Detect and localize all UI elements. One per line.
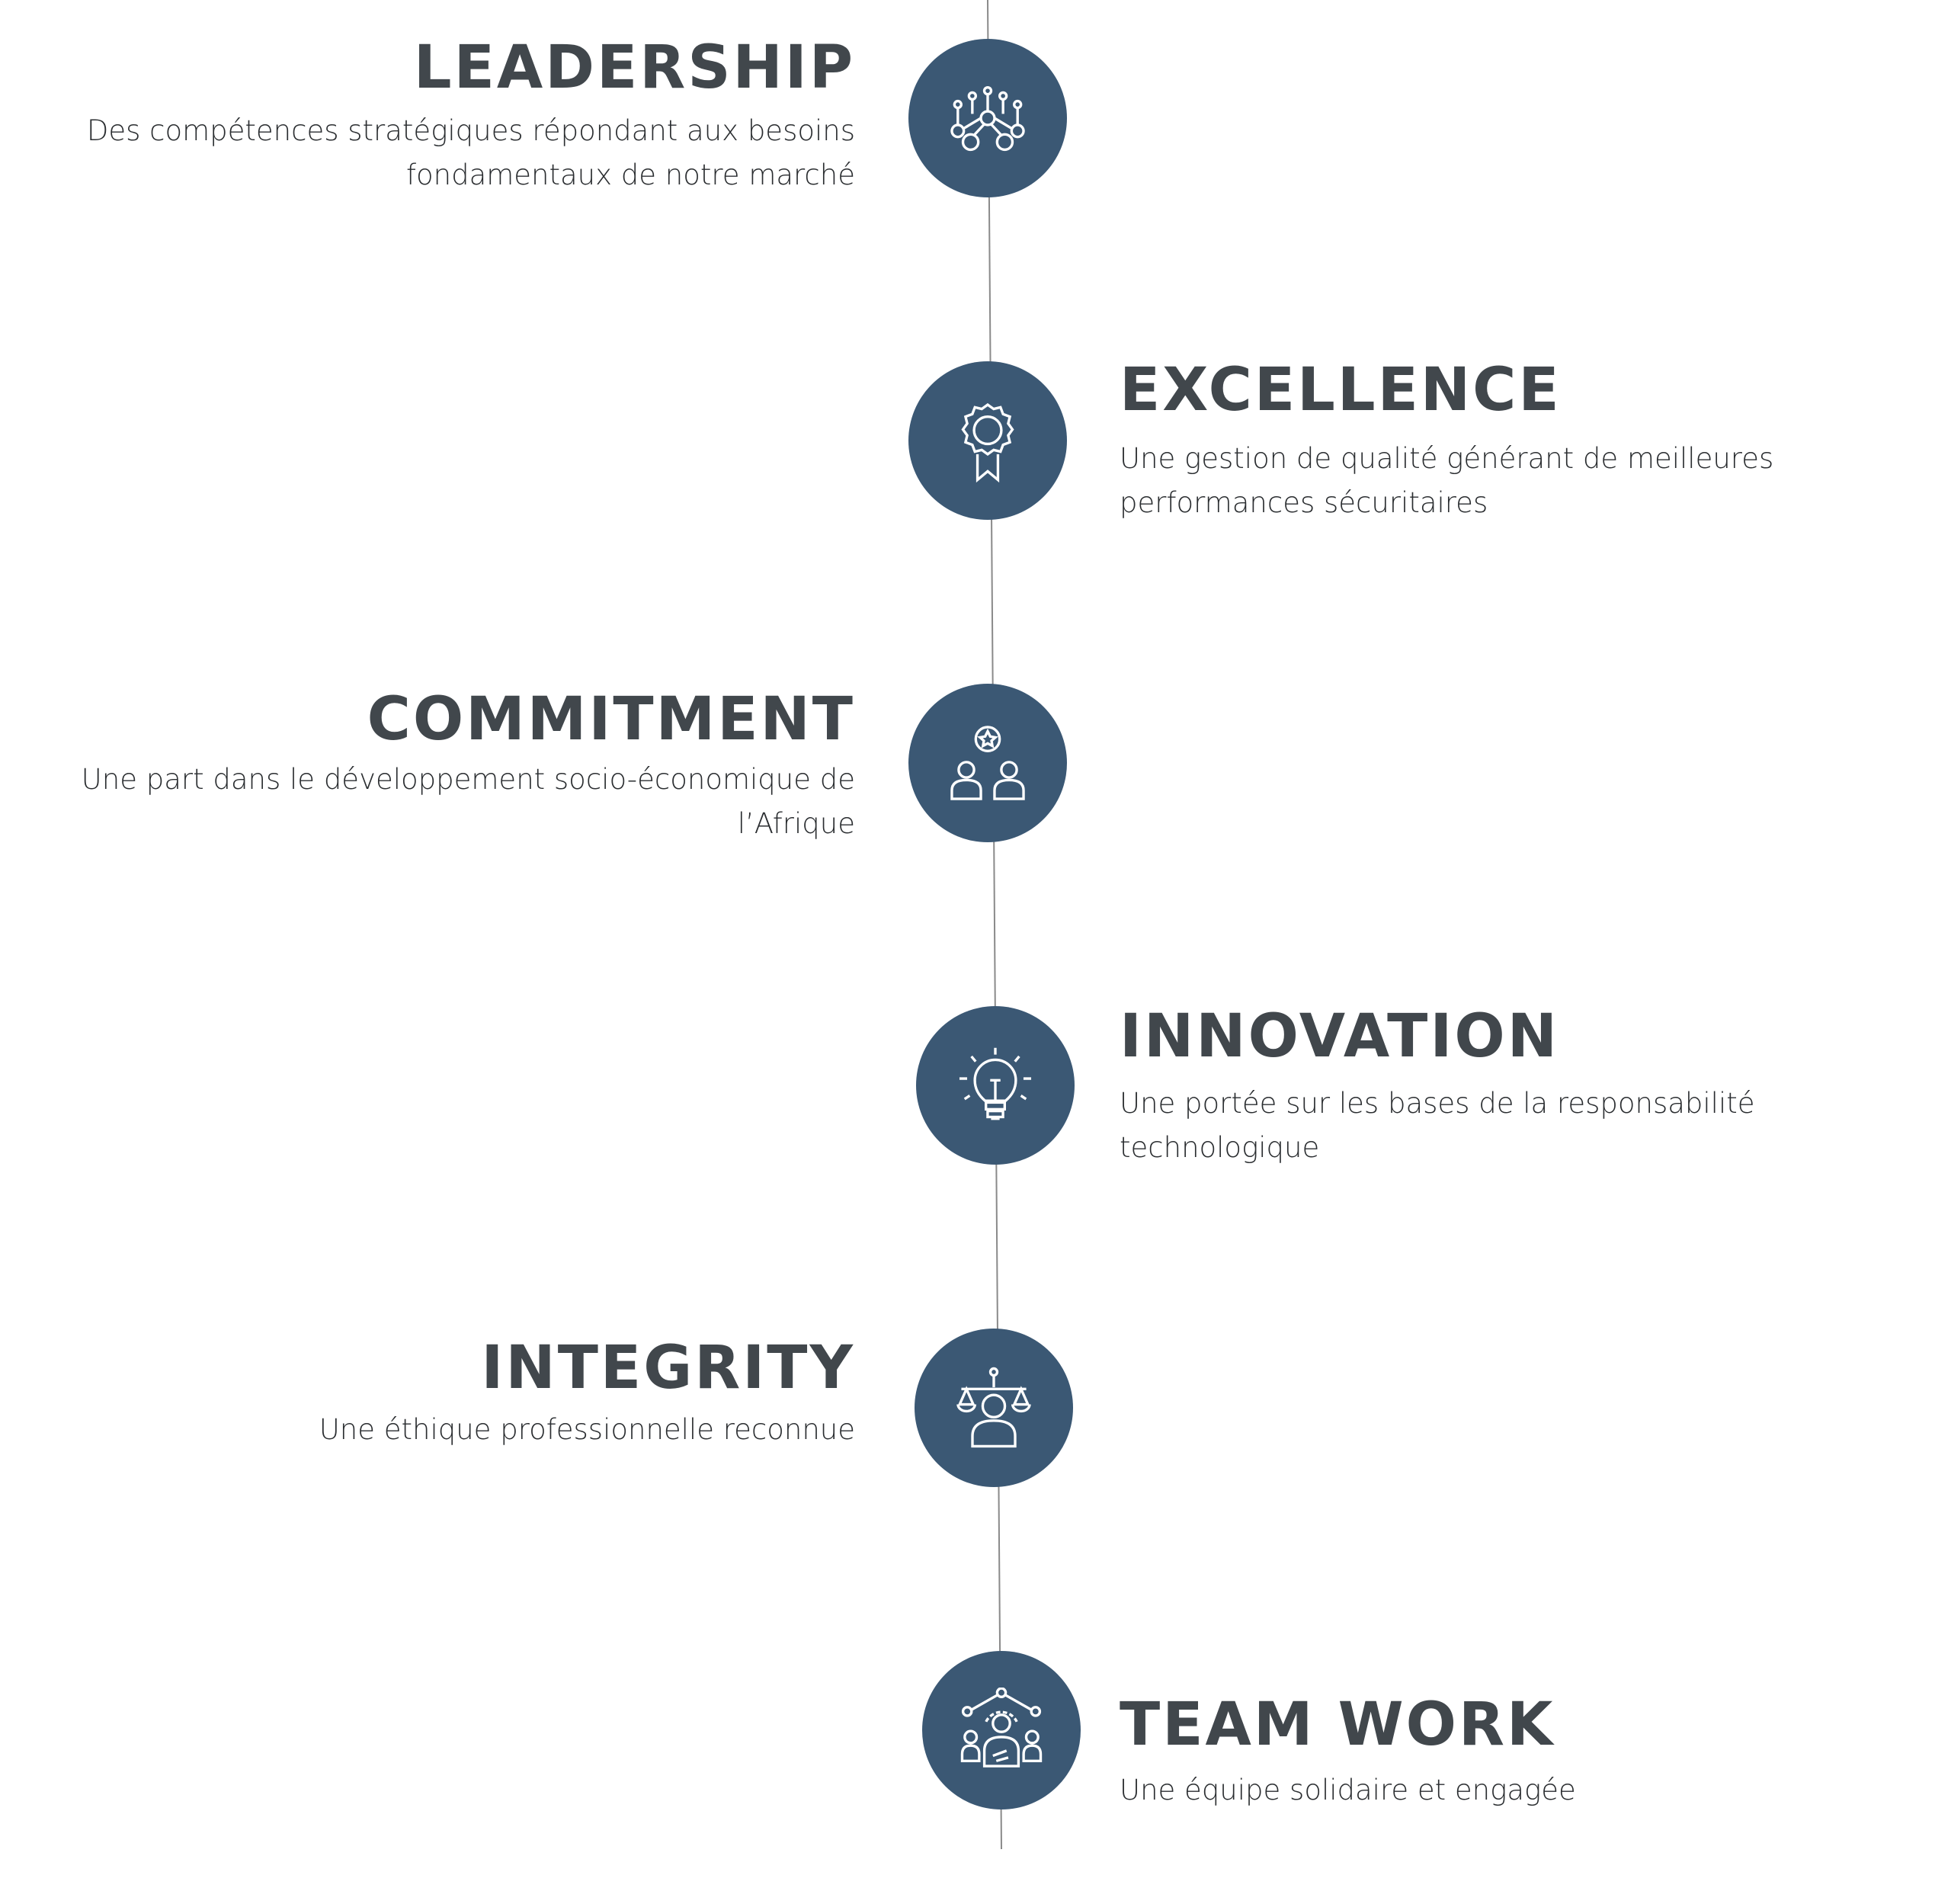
integrity-description: Une éthique professionnelle reconnue [319, 1413, 855, 1446]
excellence-description: Une gestion de qualité générant de meill… [1120, 442, 1774, 519]
lightbulb-icon [959, 1047, 1032, 1120]
integrity-node [915, 1329, 1073, 1487]
excellence-node [908, 361, 1067, 520]
excellence-title: EXCELLENCE [1120, 356, 1562, 425]
innovation-node [916, 1006, 1075, 1165]
scales-person-icon [956, 1367, 1031, 1448]
award-ribbon-icon [961, 402, 1014, 483]
teamwork-node [922, 1651, 1081, 1809]
teamwork-title: TEAM WORK [1120, 1691, 1555, 1759]
leadership-title: LEADERSHIP [413, 34, 855, 102]
teamwork-description: Une équipe solidaire et engagée [1120, 1774, 1576, 1806]
innovation-description: Une portée sur les bases de la responsab… [1120, 1087, 1755, 1164]
leadership-node [908, 39, 1067, 197]
commitment-node [908, 684, 1067, 842]
commitment-title: COMMITMENT [367, 685, 855, 754]
people-star-icon [950, 726, 1025, 800]
integrity-title: INTEGRITY [481, 1334, 855, 1402]
network-people-icon [950, 86, 1025, 152]
innovation-title: INNOVATION [1120, 1002, 1559, 1071]
leadership-description: Des compétences stratégiques répondant a… [86, 114, 855, 191]
teamwork-icon [960, 1688, 1043, 1768]
commitment-description: Une part dans le développement socio-éco… [81, 763, 855, 840]
